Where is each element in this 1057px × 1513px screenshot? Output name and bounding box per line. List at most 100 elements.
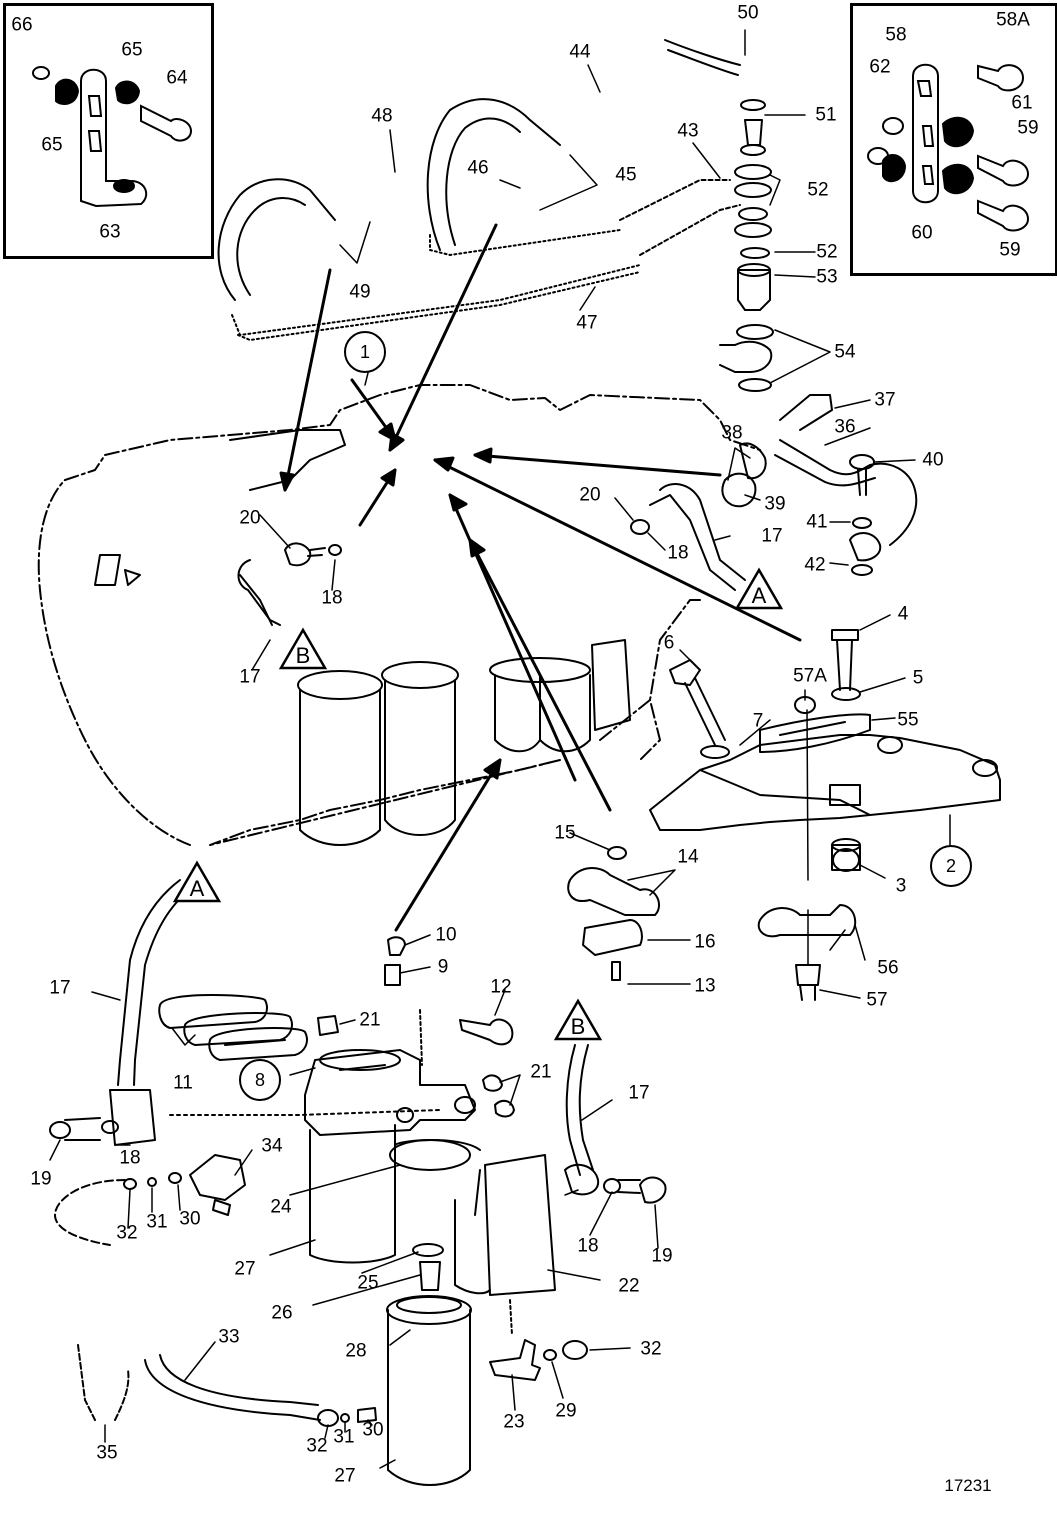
callout-54: 54	[834, 341, 856, 363]
brackets-11	[158, 994, 308, 1061]
circled-callout-2: 2	[930, 845, 972, 887]
filter-27-lower	[387, 1309, 471, 1486]
connection-marker-b: B	[278, 627, 328, 671]
hose-17-right-lower	[565, 1044, 581, 1176]
callout-55: 55	[897, 709, 919, 731]
callout-19: 19	[651, 1245, 673, 1267]
screw-12	[459, 1018, 514, 1046]
plate-55	[759, 713, 871, 753]
hose-17-right	[659, 483, 746, 581]
pipe-37	[779, 394, 833, 431]
circled-callout-8: 8	[239, 1059, 281, 1101]
filter-head-8	[304, 1009, 476, 1136]
mount-plate	[649, 734, 1001, 871]
callout-30: 30	[179, 1208, 201, 1230]
callout-13: 13	[694, 975, 716, 997]
callout-48: 48	[371, 105, 393, 127]
callout-24: 24	[270, 1196, 292, 1218]
callout-17: 17	[761, 525, 783, 547]
callout-33: 33	[218, 1326, 240, 1348]
callout-20: 20	[579, 484, 601, 506]
banjo-38-39	[721, 472, 757, 508]
callout-59: 59	[1017, 117, 1039, 139]
callout-65: 65	[121, 39, 143, 61]
hose-50	[664, 39, 741, 66]
marker-label: A	[751, 583, 767, 608]
triangle-icon	[278, 627, 328, 670]
inset-left-bracket	[3, 3, 214, 259]
callout-58a: 58A	[996, 9, 1030, 31]
callout-39: 39	[764, 493, 786, 515]
callout-50: 50	[737, 2, 759, 24]
callout-10: 10	[435, 924, 457, 946]
callout-43: 43	[677, 120, 699, 142]
callout-40: 40	[922, 449, 944, 471]
callout-52: 52	[807, 179, 829, 201]
callout-6: 6	[663, 632, 675, 654]
callout-7: 7	[752, 710, 764, 732]
nipple-26	[419, 1261, 441, 1291]
hose-44	[426, 98, 561, 251]
callout-63: 63	[99, 221, 121, 243]
screw-40	[849, 454, 875, 470]
hose-17-left	[237, 559, 281, 626]
water-separator-22	[474, 1154, 556, 1296]
fitting-20-left	[284, 542, 312, 567]
filter-27-upper	[309, 1124, 396, 1264]
callout-3: 3	[895, 875, 907, 897]
marker-label: B	[570, 1014, 586, 1039]
washer-5	[831, 687, 861, 701]
washer-18-left	[328, 544, 342, 556]
callout-19: 19	[30, 1168, 52, 1190]
inset-left-drawing	[32, 66, 193, 208]
washer-15	[607, 846, 627, 860]
rubber-3	[832, 848, 860, 872]
callout-36: 36	[834, 416, 856, 438]
callout-23: 23	[503, 1411, 525, 1433]
callout-57a: 57A	[793, 665, 827, 687]
engine-outline	[37, 384, 761, 846]
callout-28: 28	[345, 1340, 367, 1362]
callout-66: 66	[11, 14, 33, 36]
callout-14: 14	[677, 846, 699, 868]
line-34-loop	[54, 1179, 126, 1246]
connection-marker-b: B	[553, 998, 603, 1042]
inset-right-drawing	[867, 63, 1030, 232]
callout-51: 51	[815, 104, 837, 126]
hose-36	[779, 439, 918, 546]
callout-21: 21	[359, 1009, 381, 1031]
callout-58: 58	[885, 24, 907, 46]
callout-56: 56	[877, 957, 899, 979]
plug-19-left	[49, 1121, 71, 1139]
fitting-9-10	[384, 936, 406, 986]
bolt-57	[795, 964, 821, 1001]
callout-18: 18	[321, 587, 343, 609]
triangle-icon	[734, 567, 784, 610]
figure-number: 17231	[944, 1476, 992, 1495]
clamp-56	[757, 904, 857, 938]
callout-22: 22	[618, 1275, 640, 1297]
callout-32: 32	[306, 1435, 328, 1457]
callout-38: 38	[721, 422, 743, 444]
hose-43	[619, 179, 741, 256]
connection-marker-a: A	[734, 567, 784, 611]
callout-25: 25	[357, 1272, 379, 1294]
callout-18: 18	[667, 542, 689, 564]
callout-31: 31	[333, 1426, 355, 1448]
marker-label: A	[189, 876, 205, 901]
callout-49: 49	[349, 281, 371, 303]
callout-20: 20	[239, 507, 261, 529]
callout-30: 30	[362, 1419, 384, 1441]
callout-44: 44	[569, 41, 591, 63]
bracket-16	[582, 919, 643, 956]
callout-60: 60	[911, 222, 933, 244]
callout-64: 64	[166, 67, 188, 89]
callout-65: 65	[41, 134, 63, 156]
callout-53: 53	[816, 266, 838, 288]
marker-label: B	[295, 643, 311, 668]
callout-52: 52	[816, 241, 838, 263]
callout-17: 17	[239, 666, 261, 688]
callout-57: 57	[866, 989, 888, 1011]
connection-marker-a: A	[172, 860, 222, 904]
callout-29: 29	[555, 1400, 577, 1422]
